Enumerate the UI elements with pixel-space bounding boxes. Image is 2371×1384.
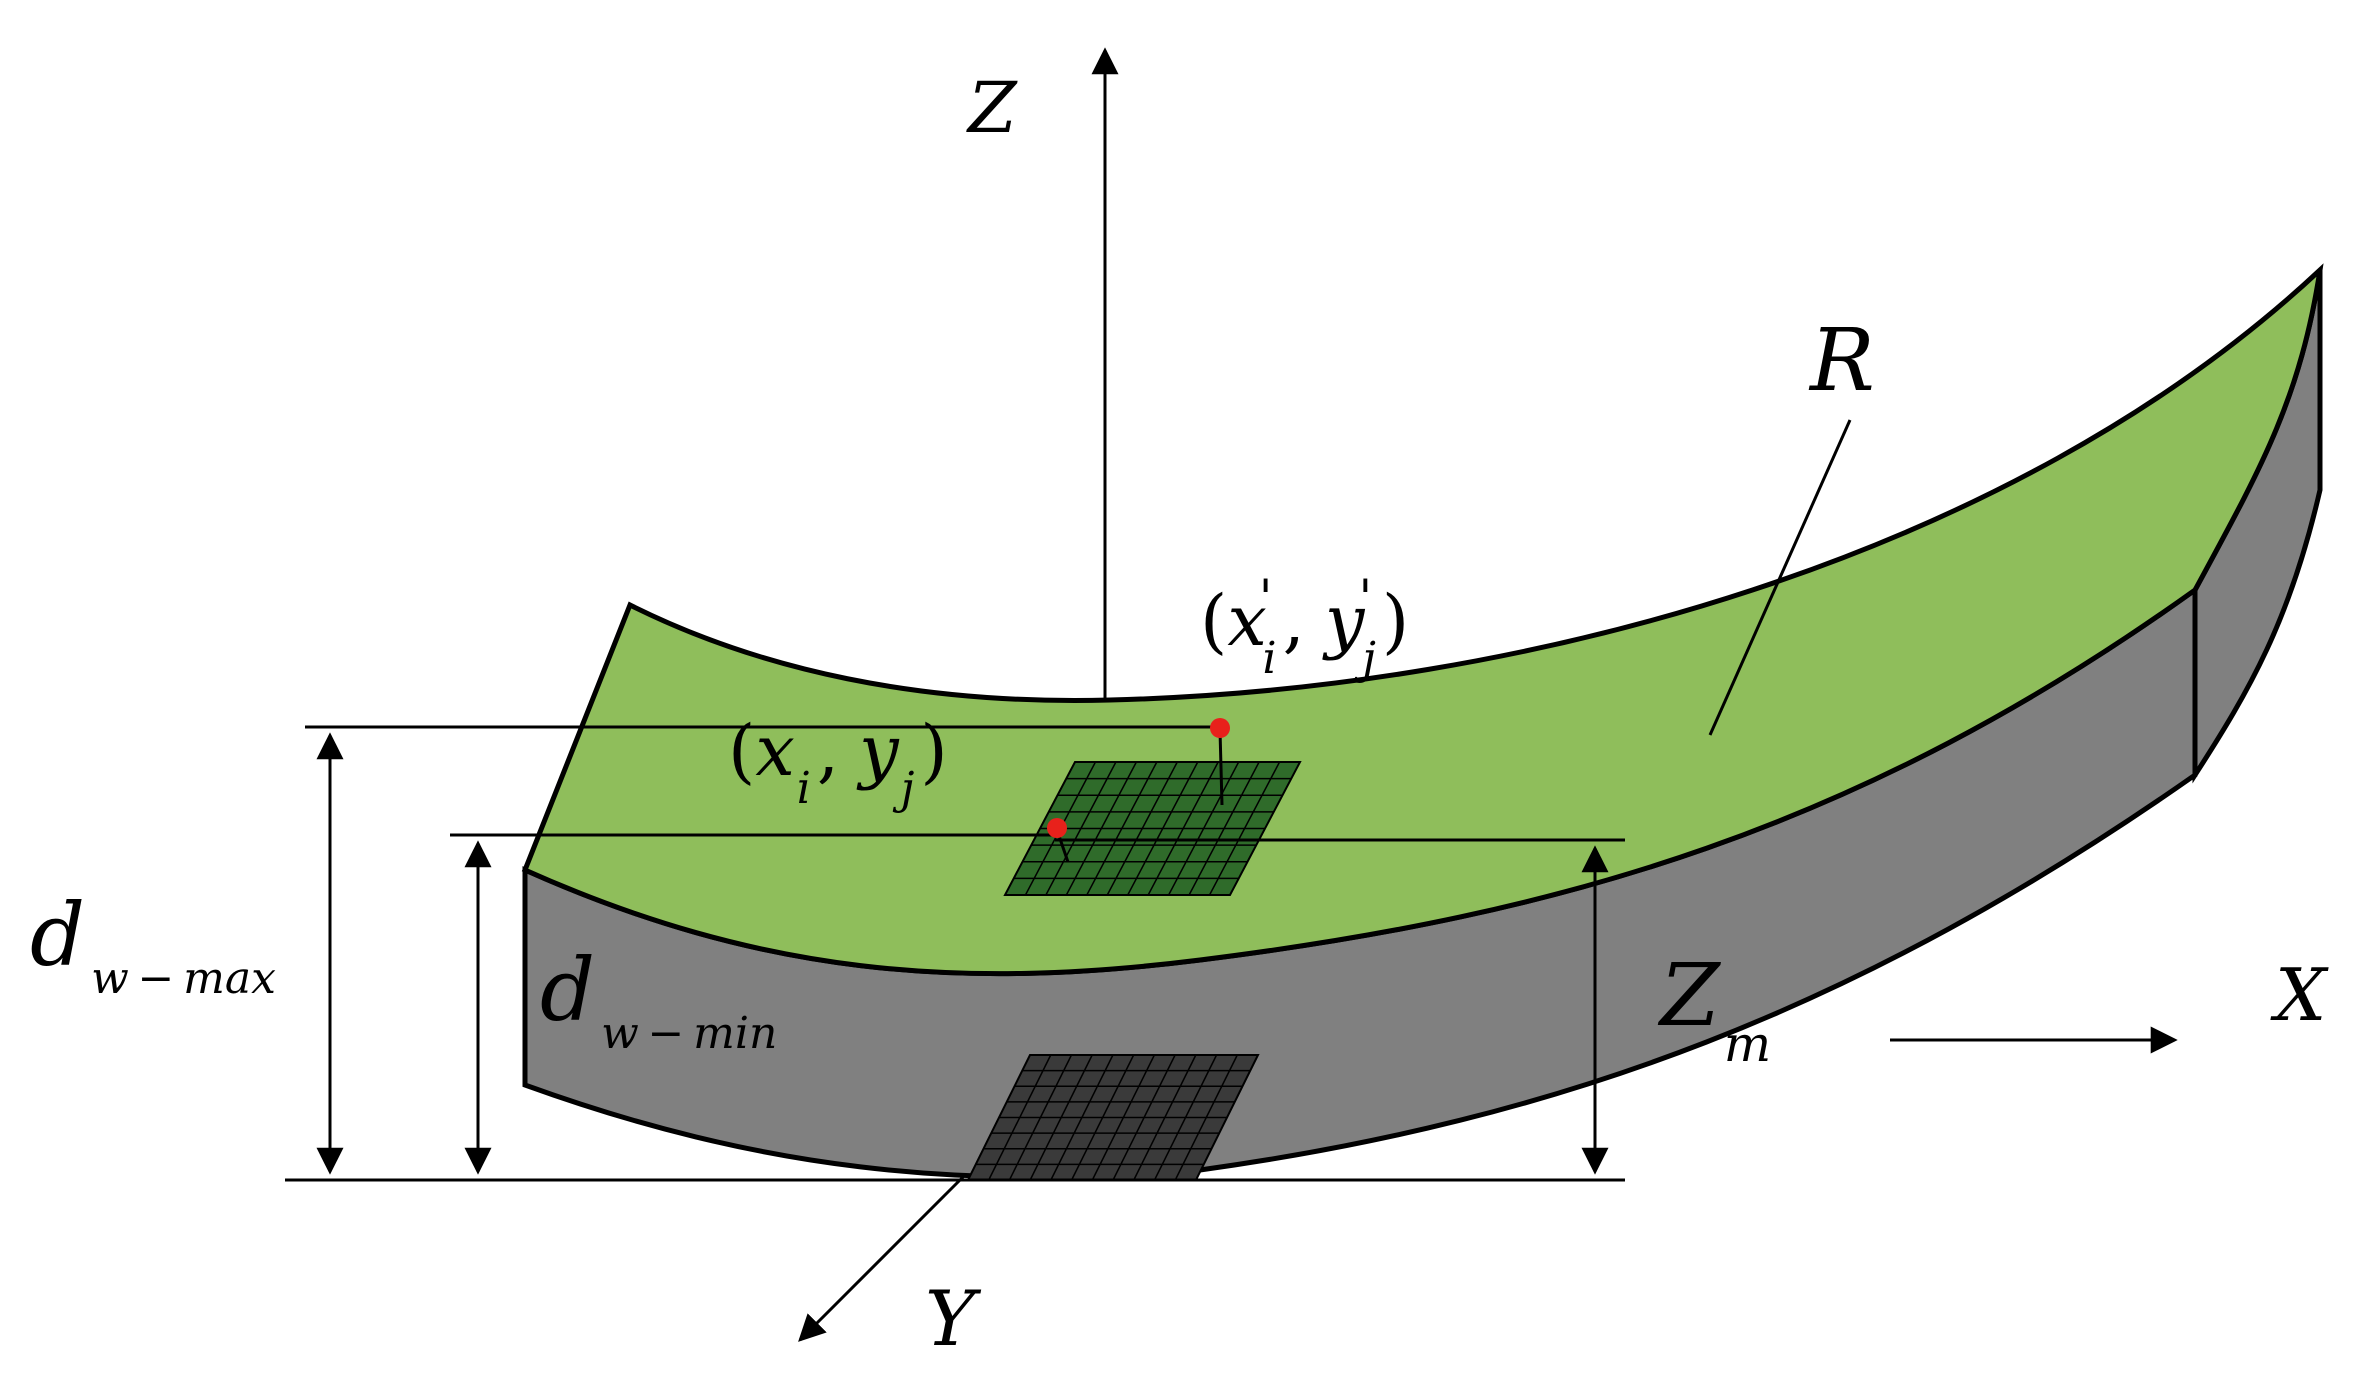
top-point-stem <box>1218 729 1224 806</box>
x-axis-label: X <box>2270 953 2329 1037</box>
surface-label-r: R <box>1808 311 1875 411</box>
front-face-mesh <box>966 1054 1260 1181</box>
y-axis-label: Y <box>925 1274 982 1363</box>
point-xi-prime-yj-prime <box>1210 718 1230 738</box>
y-axis <box>798 1173 967 1342</box>
plate-top-surface <box>521 263 2324 977</box>
z-axis-label: Z <box>966 67 1018 149</box>
r-leader-line <box>1708 419 1852 736</box>
point-xi-yj <box>1047 818 1067 838</box>
zm-label: Zm <box>1657 946 1771 1073</box>
top-surface-mesh <box>1003 761 1302 896</box>
coord-label-top: (x'i,y'j) <box>1200 569 1409 684</box>
